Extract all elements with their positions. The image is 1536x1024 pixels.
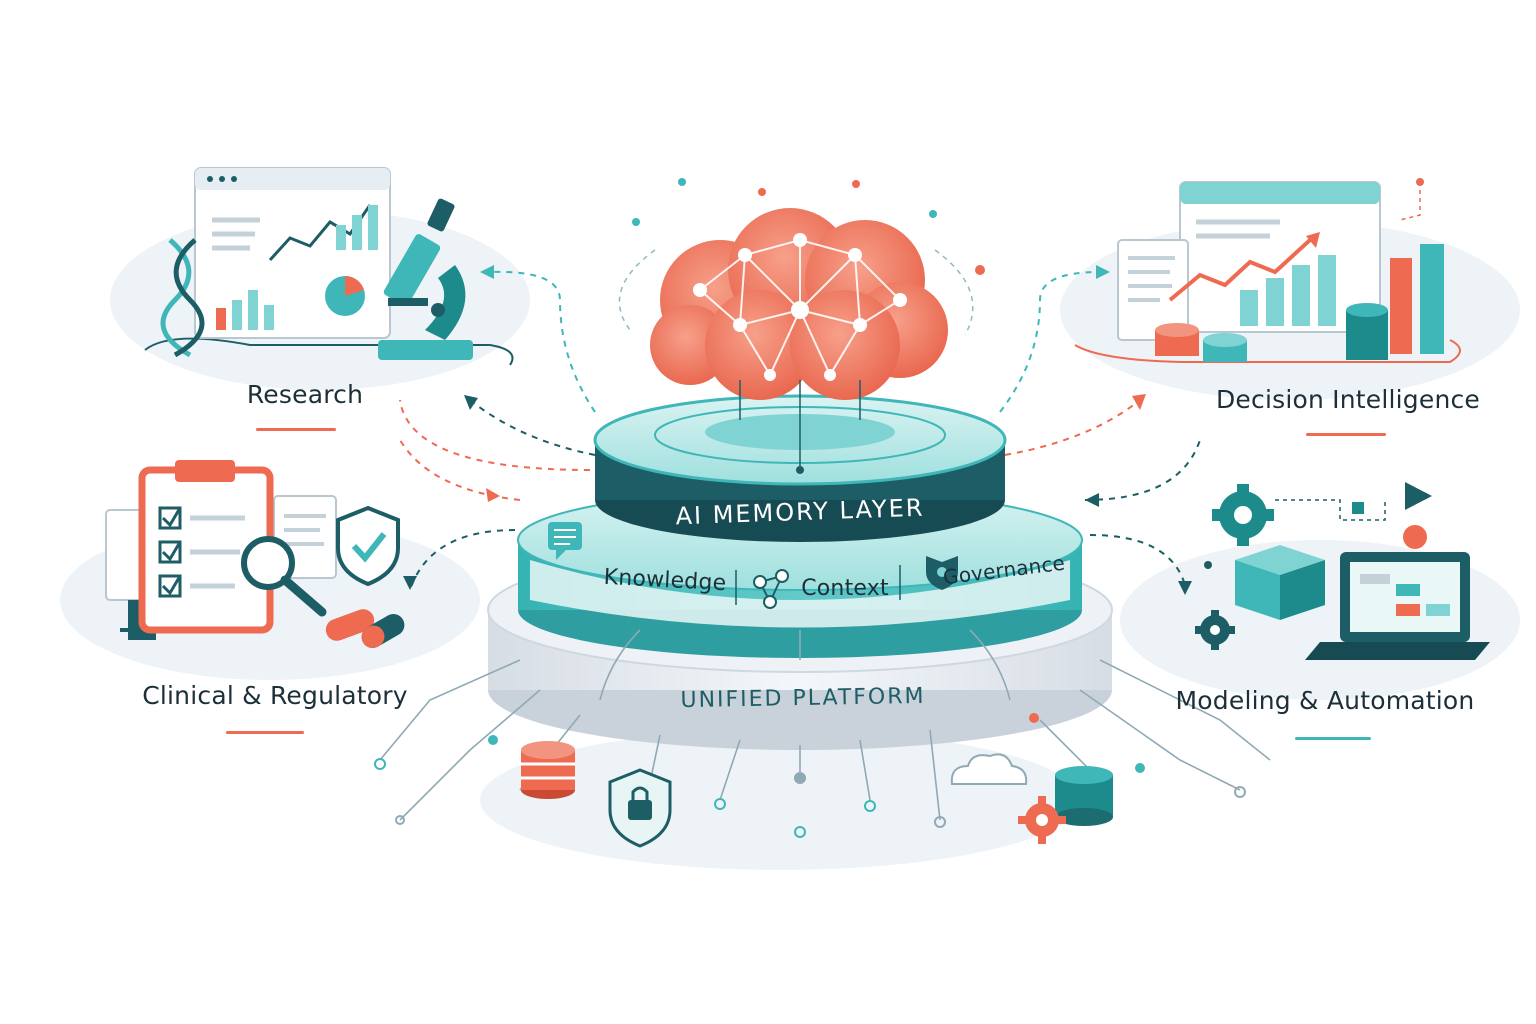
brain-orbit-dots bbox=[632, 178, 985, 275]
pillar-dividers bbox=[735, 565, 901, 605]
microscope-icon bbox=[378, 198, 473, 360]
research-illustration bbox=[144, 167, 514, 366]
cube-icon bbox=[1235, 545, 1325, 620]
research-underline bbox=[256, 428, 336, 431]
decision-illustration bbox=[1074, 178, 1461, 363]
flow-nodes bbox=[1204, 482, 1432, 569]
base-connector-nodes bbox=[374, 713, 1246, 838]
storage-cylinder-icon bbox=[1055, 766, 1113, 826]
connector-arrowheads bbox=[403, 265, 1192, 595]
brain-icon bbox=[618, 178, 985, 474]
modeling-illustration bbox=[1195, 482, 1490, 660]
gear-large-icon bbox=[1212, 484, 1274, 546]
decision-intelligence-underline bbox=[1306, 433, 1386, 436]
clinical-illustration bbox=[105, 460, 405, 648]
clinical-regulatory-underline bbox=[226, 731, 304, 734]
shield-check-icon bbox=[336, 505, 400, 587]
pillar-context-label: Context bbox=[801, 576, 889, 601]
cloud-icon bbox=[950, 753, 1028, 785]
modeling-automation-label: Modeling & Automation bbox=[1175, 686, 1475, 715]
modeling-automation-underline bbox=[1295, 737, 1371, 740]
database-icon bbox=[521, 741, 575, 799]
gear-icon bbox=[1018, 796, 1066, 844]
laptop-icon bbox=[1305, 552, 1490, 660]
context-icon bbox=[753, 569, 789, 609]
connector-lines bbox=[399, 270, 1201, 591]
lock-shield-icon bbox=[608, 768, 672, 848]
clinical-regulatory-label: Clinical & Regulatory bbox=[142, 681, 408, 710]
decision-intelligence-label: Decision Intelligence bbox=[1215, 385, 1481, 414]
unified-platform-label: UNIFIED PLATFORM bbox=[680, 683, 926, 714]
magnifier-icon bbox=[241, 536, 327, 617]
checklist-icon bbox=[158, 506, 182, 598]
governance-icon bbox=[926, 556, 958, 590]
knowledge-icon bbox=[548, 522, 582, 560]
research-label: Research bbox=[246, 380, 364, 409]
coin-stacks bbox=[1155, 303, 1388, 362]
pill-icon bbox=[325, 609, 405, 648]
gear-small-icon bbox=[1195, 610, 1235, 650]
dna-icon bbox=[160, 238, 205, 358]
